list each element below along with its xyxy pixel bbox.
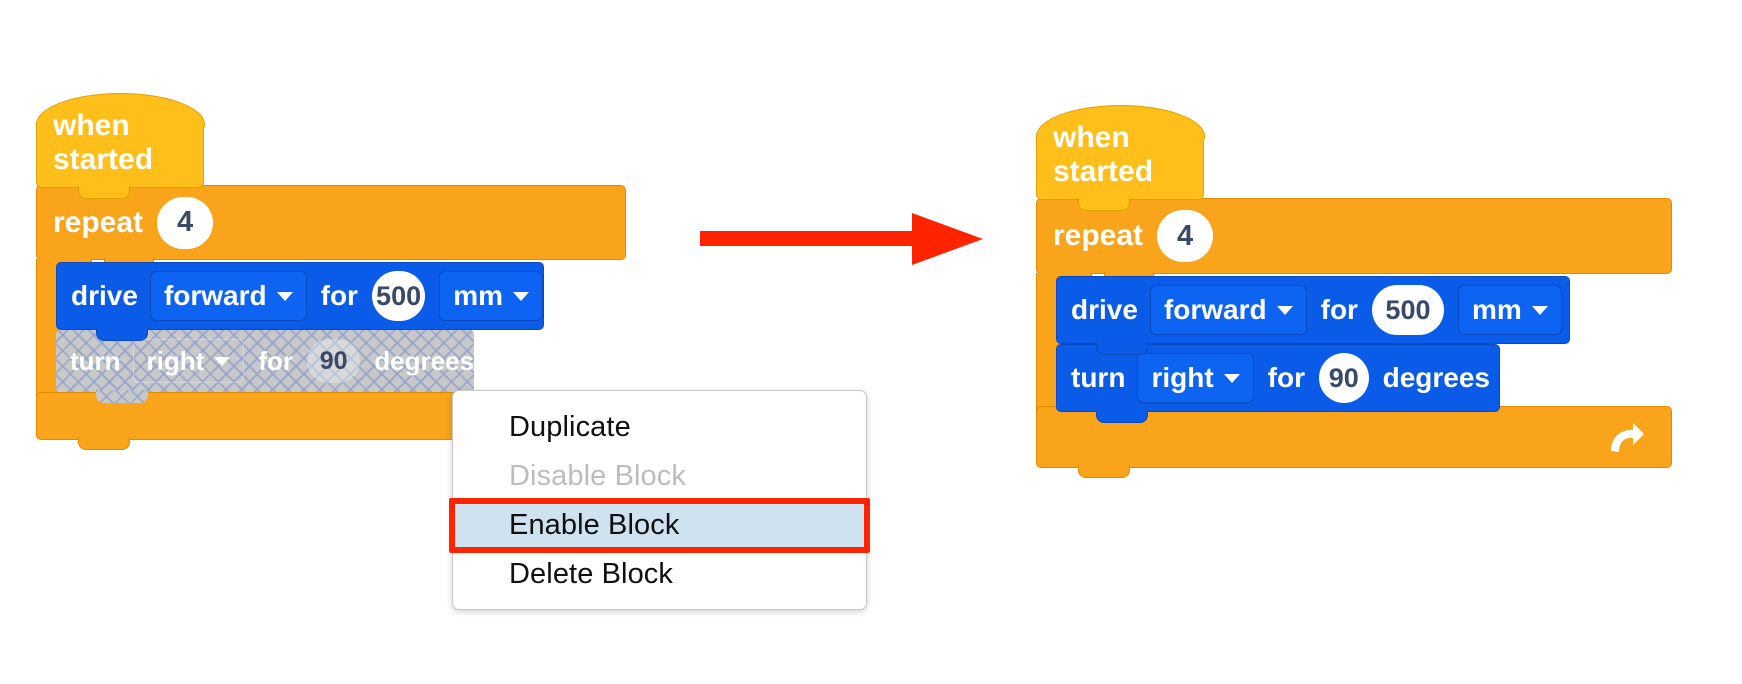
- turn-for-label-after: for: [1267, 362, 1305, 393]
- chevron-down-icon: [513, 291, 529, 301]
- drive-for-label: for: [320, 280, 358, 311]
- turn-keyword: turn: [70, 345, 121, 376]
- right-arrow-icon: [700, 213, 983, 265]
- repeat-block-head-after[interactable]: repeat 4: [1036, 198, 1672, 274]
- drive-block-bottom-bump-after: [1096, 342, 1148, 355]
- when-started-label: when started: [53, 109, 154, 176]
- drive-units-dropdown-after[interactable]: mm: [1457, 285, 1562, 335]
- context-menu-item-duplicate[interactable]: Duplicate: [453, 403, 866, 452]
- loop-arrow-icon: [1602, 418, 1646, 460]
- turn-units-label: degrees: [374, 345, 474, 376]
- turn-angle-field-after[interactable]: 90: [1318, 353, 1369, 403]
- drive-direction-value-after: forward: [1163, 294, 1267, 325]
- turn-block-bottom-bump: [96, 390, 148, 403]
- drive-distance-field[interactable]: 500: [371, 271, 426, 321]
- context-menu-label-disable-block: Disable Block: [509, 460, 686, 492]
- repeat-block-head[interactable]: repeat 4: [36, 185, 626, 260]
- turn-direction-dropdown-after[interactable]: right: [1137, 353, 1254, 403]
- chevron-down-icon: [1276, 305, 1293, 315]
- drive-units-value: mm: [453, 280, 503, 311]
- when-started-bottom-bump: [78, 186, 130, 199]
- repeat-keyword: repeat: [53, 205, 144, 239]
- chevron-down-icon: [276, 291, 293, 301]
- drive-keyword-after: drive: [1071, 294, 1138, 325]
- turn-block-after[interactable]: turn right for 90 degrees: [1056, 344, 1500, 412]
- before-block-stack: repeat 4 when started drive forward for …: [0, 0, 680, 500]
- repeat-block-bottom-bump: [78, 437, 130, 450]
- drive-for-label-after: for: [1320, 294, 1358, 325]
- drive-keyword: drive: [71, 280, 138, 311]
- when-started-bottom-bump-after: [1078, 198, 1130, 211]
- drive-units-value-after: mm: [1471, 294, 1522, 325]
- drive-block-bottom-bump: [96, 328, 148, 341]
- drive-direction-dropdown-after[interactable]: forward: [1149, 285, 1307, 335]
- context-menu-label-delete-block: Delete Block: [509, 558, 673, 590]
- drive-direction-value: forward: [163, 280, 267, 311]
- chevron-down-icon: [214, 356, 231, 366]
- turn-block-bottom-bump-after: [1096, 410, 1148, 423]
- when-started-label-after: when started: [1053, 121, 1154, 188]
- context-menu-item-disable-block: Disable Block: [453, 452, 866, 501]
- repeat-count-field-after[interactable]: 4: [1157, 210, 1214, 262]
- turn-direction-dropdown[interactable]: right: [132, 339, 245, 383]
- drive-direction-dropdown[interactable]: forward: [149, 271, 307, 321]
- turn-angle-field[interactable]: 90: [306, 339, 361, 383]
- turn-direction-value-after: right: [1151, 362, 1214, 393]
- drive-block[interactable]: drive forward for 500 mm: [56, 262, 544, 330]
- when-started-hat-block-after[interactable]: when started: [1035, 105, 1205, 200]
- drive-units-dropdown[interactable]: mm: [439, 271, 543, 321]
- turn-units-label-after: degrees: [1382, 362, 1490, 393]
- drive-distance-field-after[interactable]: 500: [1371, 285, 1444, 335]
- turn-direction-value: right: [146, 345, 205, 376]
- chevron-down-icon: [1531, 305, 1548, 315]
- repeat-block-bottom-bump-after: [1078, 465, 1130, 478]
- context-menu-item-delete-block[interactable]: Delete Block: [453, 550, 866, 599]
- chevron-down-icon: [1223, 373, 1240, 383]
- context-menu-item-enable-block[interactable]: Enable Block: [453, 501, 866, 550]
- turn-keyword-after: turn: [1071, 362, 1126, 393]
- drive-block-after[interactable]: drive forward for 500 mm: [1056, 276, 1570, 344]
- context-menu-label-enable-block: Enable Block: [509, 509, 680, 541]
- transition-arrow: [700, 205, 990, 275]
- repeat-count-field[interactable]: 4: [157, 196, 214, 249]
- context-menu-label-duplicate: Duplicate: [509, 411, 631, 443]
- after-block-stack: repeat 4 when started drive forward: [1030, 0, 1742, 500]
- when-started-hat-block[interactable]: when started: [35, 93, 205, 188]
- repeat-keyword-after: repeat: [1053, 219, 1144, 252]
- turn-for-label: for: [258, 345, 293, 376]
- block-context-menu[interactable]: Duplicate Disable Block Enable Block Del…: [452, 390, 867, 610]
